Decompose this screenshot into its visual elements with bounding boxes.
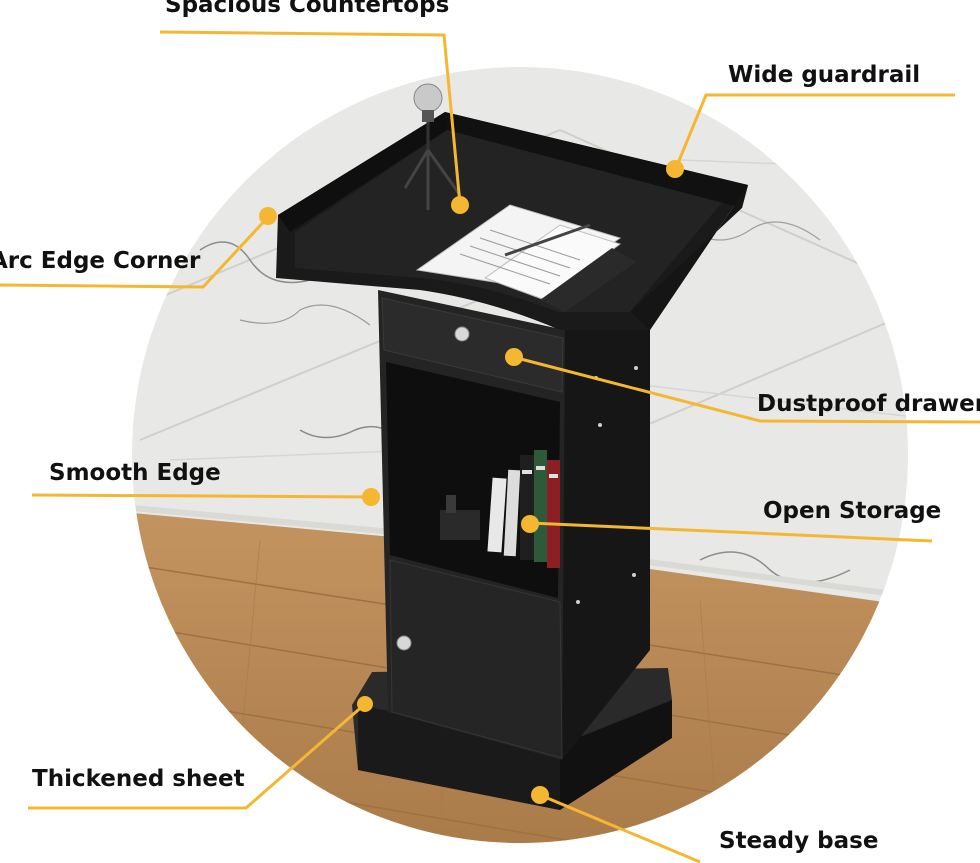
callout-dots	[259, 160, 684, 804]
label-spacious-countertops: Spacious Countertops	[165, 0, 450, 18]
leader-arc-edge-corner	[0, 213, 272, 289]
callout-lines	[0, 30, 980, 863]
label-steady-base: Steady base	[719, 828, 879, 854]
microphone	[403, 83, 462, 210]
dot-smooth-edge	[362, 488, 380, 506]
label-wide-guardrail: Wide guardrail	[728, 62, 921, 88]
leader-wide-guardrail	[674, 93, 955, 169]
books	[440, 450, 560, 568]
dot-spacious-countertops	[451, 196, 469, 214]
leader-dustproof-drawer	[512, 355, 980, 424]
dustproof-drawer	[381, 297, 564, 393]
leader-thickened-sheet	[28, 702, 366, 810]
dot-arc-edge-corner	[259, 207, 277, 225]
leader-steady-base	[539, 793, 701, 863]
door-knob	[396, 635, 412, 651]
leader-smooth-edge	[31, 493, 373, 499]
dot-dustproof-drawer	[505, 348, 523, 366]
drawer-knob	[454, 326, 470, 342]
dot-thickened-sheet	[357, 696, 373, 712]
label-thickened-sheet: Thickened sheet	[32, 766, 245, 792]
dot-steady-base	[531, 786, 549, 804]
leader-open-storage	[529, 521, 933, 543]
dot-open-storage	[521, 515, 539, 533]
label-arc-edge-corner: Arc Edge Corner	[0, 248, 201, 274]
label-dustproof-drawer: Dustproof drawer	[757, 391, 980, 417]
podium	[276, 83, 748, 810]
label-open-storage: Open Storage	[763, 498, 942, 524]
label-smooth-edge: Smooth Edge	[49, 460, 221, 486]
dot-wide-guardrail	[666, 160, 684, 178]
cabinet-door	[389, 559, 563, 759]
leader-spacious-countertops	[159, 30, 462, 205]
wide-guardrail	[445, 112, 748, 208]
